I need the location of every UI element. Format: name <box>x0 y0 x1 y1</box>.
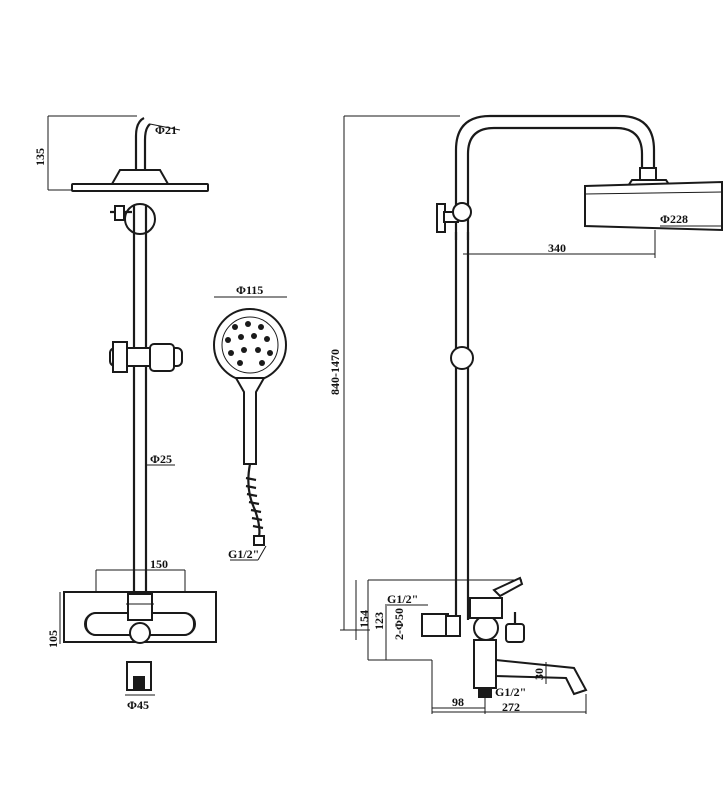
side-view: 840-1470 Φ228 340 154 123 G1/2" 2- <box>328 114 723 714</box>
dim-bottom-thread: G1/2" <box>495 685 526 699</box>
dim-side-thread: G1/2" <box>387 592 418 606</box>
dim-handshower-diameter: Φ115 <box>236 283 263 297</box>
dim-inlet-spec: 2-Φ50 <box>392 608 406 640</box>
dim-side-height: 154 <box>357 610 371 628</box>
dim-inlet-height: 123 <box>372 612 386 630</box>
dim-hose-thread: G1/2" <box>228 547 259 561</box>
spray-nozzles <box>225 321 273 366</box>
dim-rain-diameter: Φ228 <box>660 212 688 226</box>
dim-overall-height: 840-1470 <box>328 349 342 395</box>
dim-top-height: 135 <box>33 148 47 166</box>
dim-arm-diameter: Φ21 <box>155 123 177 137</box>
dim-spout-height: 30 <box>532 668 546 680</box>
dim-spout-length: 272 <box>502 700 520 714</box>
dim-mixer-height: 105 <box>46 630 60 648</box>
hand-shower-view: Φ115 G1/2" <box>213 283 287 561</box>
dim-mixer-width: 150 <box>150 557 168 571</box>
dim-outlet-diameter: Φ45 <box>127 698 149 712</box>
front-view: 135 Φ21 Φ25 150 105 <box>33 115 217 712</box>
dim-pipe-diameter: Φ25 <box>150 452 172 466</box>
dim-spout-offset: 98 <box>452 695 464 709</box>
dim-arm-reach: 340 <box>548 241 566 255</box>
